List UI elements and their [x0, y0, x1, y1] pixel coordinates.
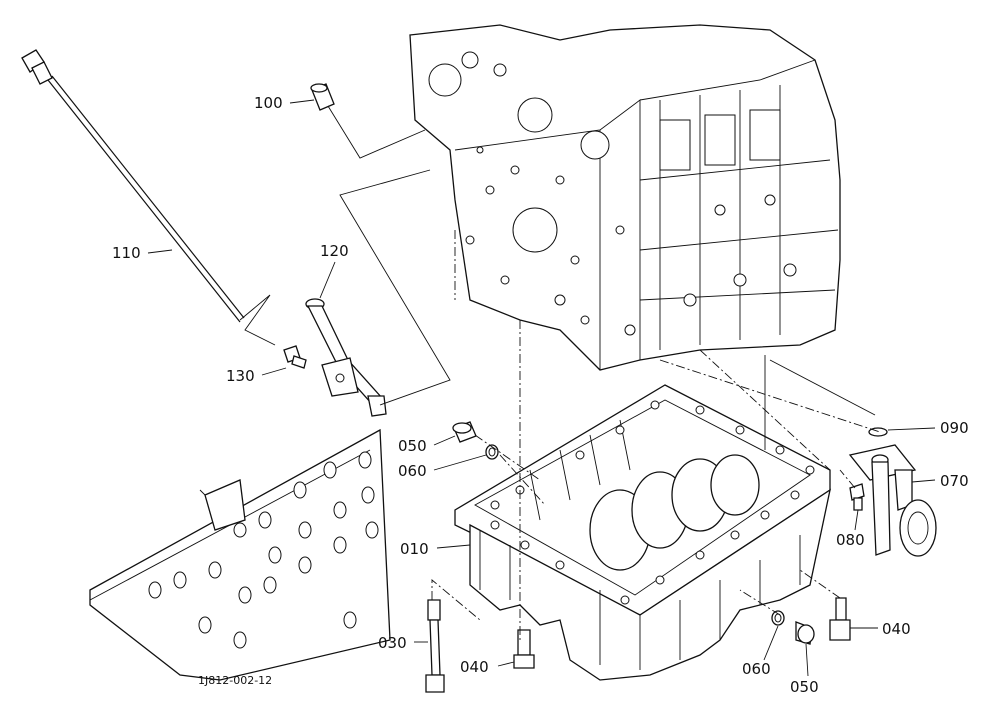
- callout-labels: 100 110 120 130 050 060 010 030 040 040 …: [112, 94, 969, 696]
- bolt-040-right: [829, 597, 851, 641]
- callout-120: 120: [320, 242, 349, 260]
- callout-050-upper: 050: [398, 437, 427, 455]
- callout-leaders: [147, 99, 936, 677]
- oil-pan-010: [454, 384, 831, 681]
- callout-080: 080: [836, 531, 865, 549]
- callout-070: 070: [940, 472, 969, 490]
- callout-050-lower: 050: [790, 678, 819, 696]
- engine-block: [409, 24, 841, 371]
- callout-060-lower: 060: [742, 660, 771, 678]
- bolt-030: [425, 599, 445, 693]
- drain-plug-050-left: [452, 421, 477, 443]
- callout-110: 110: [112, 244, 141, 262]
- assembly-lines: [239, 105, 881, 640]
- dipstick-guide-120: [305, 298, 387, 417]
- oil-strainer-070: [848, 427, 937, 557]
- dipstick-110: [21, 49, 245, 323]
- bolt-130: [283, 345, 307, 369]
- callout-090: 090: [940, 419, 969, 437]
- drain-plug-050-right: [795, 621, 815, 645]
- callout-130: 130: [226, 367, 255, 385]
- bolt-040-left: [513, 629, 535, 669]
- callout-040-lower-left: 040: [460, 658, 489, 676]
- callout-060-upper: 060: [398, 462, 427, 480]
- plug-100: [310, 83, 335, 111]
- washer-060-right: [771, 610, 785, 626]
- callout-040-lower-right: 040: [882, 620, 911, 638]
- frame-rail: [89, 428, 391, 681]
- callout-030: 030: [378, 634, 407, 652]
- callout-100: 100: [254, 94, 283, 112]
- callout-010: 010: [400, 540, 429, 558]
- drawing-code: 1J812-002-12: [198, 674, 272, 687]
